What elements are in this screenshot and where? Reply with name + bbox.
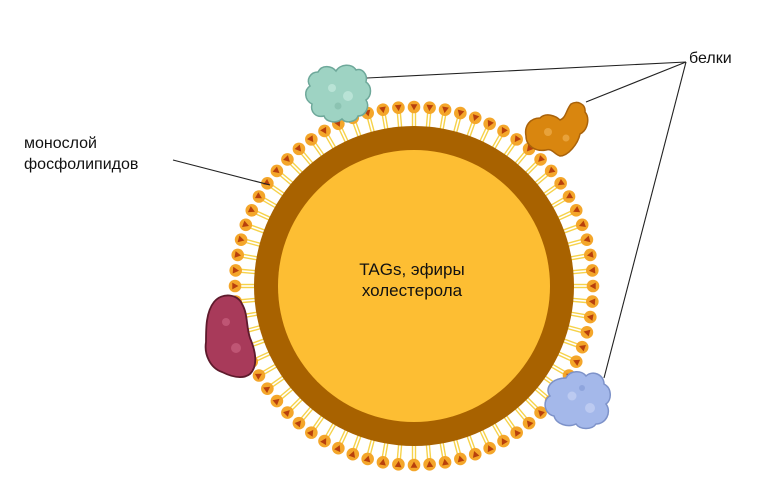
leader-protein-orange <box>585 61 687 103</box>
phospholipid <box>318 422 337 448</box>
phospholipid <box>252 363 278 382</box>
phospholipid <box>550 190 576 209</box>
phospholipid <box>252 190 278 209</box>
phospholipid <box>557 204 583 221</box>
phospholipid <box>524 396 547 419</box>
phospholipid <box>423 101 436 128</box>
protein-orange-icon <box>524 101 589 157</box>
phospholipid <box>542 177 567 197</box>
protein-blue-icon <box>544 371 611 430</box>
phospholipid <box>245 204 271 221</box>
phospholipid <box>562 218 589 234</box>
phospholipid <box>423 444 436 471</box>
proteins-label: белки <box>689 50 732 67</box>
leader-protein-teal <box>366 61 687 79</box>
phospholipid <box>491 124 510 150</box>
phospholipid <box>361 439 375 466</box>
phospholipid <box>392 444 405 471</box>
phospholipid <box>261 375 286 395</box>
phospholipid <box>570 248 597 262</box>
phospholipid <box>239 218 266 234</box>
phospholipid <box>376 103 390 130</box>
phospholipid <box>281 153 304 176</box>
phospholipid <box>270 386 294 408</box>
leader-monolayer <box>172 159 271 186</box>
monolayer-label-line1: монослой <box>24 135 97 152</box>
phospholipid <box>281 396 304 419</box>
leader-protein-blue <box>603 61 687 379</box>
core-label-line2: холестерола <box>362 281 463 300</box>
core <box>278 150 550 422</box>
phospholipid <box>305 133 325 158</box>
phospholipid <box>438 442 452 469</box>
phospholipid <box>557 351 583 368</box>
phospholipid <box>534 164 558 186</box>
phospholipid <box>524 153 547 176</box>
phospholipid <box>567 325 594 339</box>
core-label-line1: TAGs, эфиры <box>359 260 464 279</box>
phospholipid <box>572 295 599 308</box>
phospholipid <box>407 445 421 472</box>
phospholipid <box>376 442 390 469</box>
phospholipid <box>573 279 600 293</box>
phospholipid <box>570 310 597 324</box>
phospholipid <box>346 434 362 461</box>
phospholipid <box>292 142 314 166</box>
phospholipid <box>229 264 256 277</box>
phospholipid <box>231 248 258 262</box>
phospholipid <box>466 434 482 461</box>
phospholipid <box>453 106 467 133</box>
phospholipid <box>438 103 452 130</box>
phospholipid <box>305 414 325 439</box>
phospholipid <box>332 429 349 455</box>
monolayer-label-line2: фосфолипидов <box>24 156 138 173</box>
phospholipid <box>567 233 594 247</box>
phospholipid <box>479 117 496 143</box>
phospholipid <box>562 338 589 354</box>
phospholipid <box>318 124 337 150</box>
phospholipid <box>261 177 286 197</box>
protein-maroon-icon <box>204 294 257 378</box>
phospholipid <box>407 100 421 127</box>
phospholipid <box>392 101 405 128</box>
phospholipid <box>270 164 294 186</box>
protein-teal-icon <box>305 64 372 123</box>
phospholipid <box>479 429 496 455</box>
phospholipid <box>228 279 255 293</box>
phospholipid <box>503 133 523 158</box>
phospholipid <box>491 422 510 448</box>
phospholipid <box>572 264 599 277</box>
phospholipid <box>503 414 523 439</box>
phospholipid <box>466 111 482 138</box>
phospholipid <box>234 233 261 247</box>
phospholipid <box>453 439 467 466</box>
phospholipid <box>292 406 314 430</box>
phospholipid <box>514 406 536 430</box>
